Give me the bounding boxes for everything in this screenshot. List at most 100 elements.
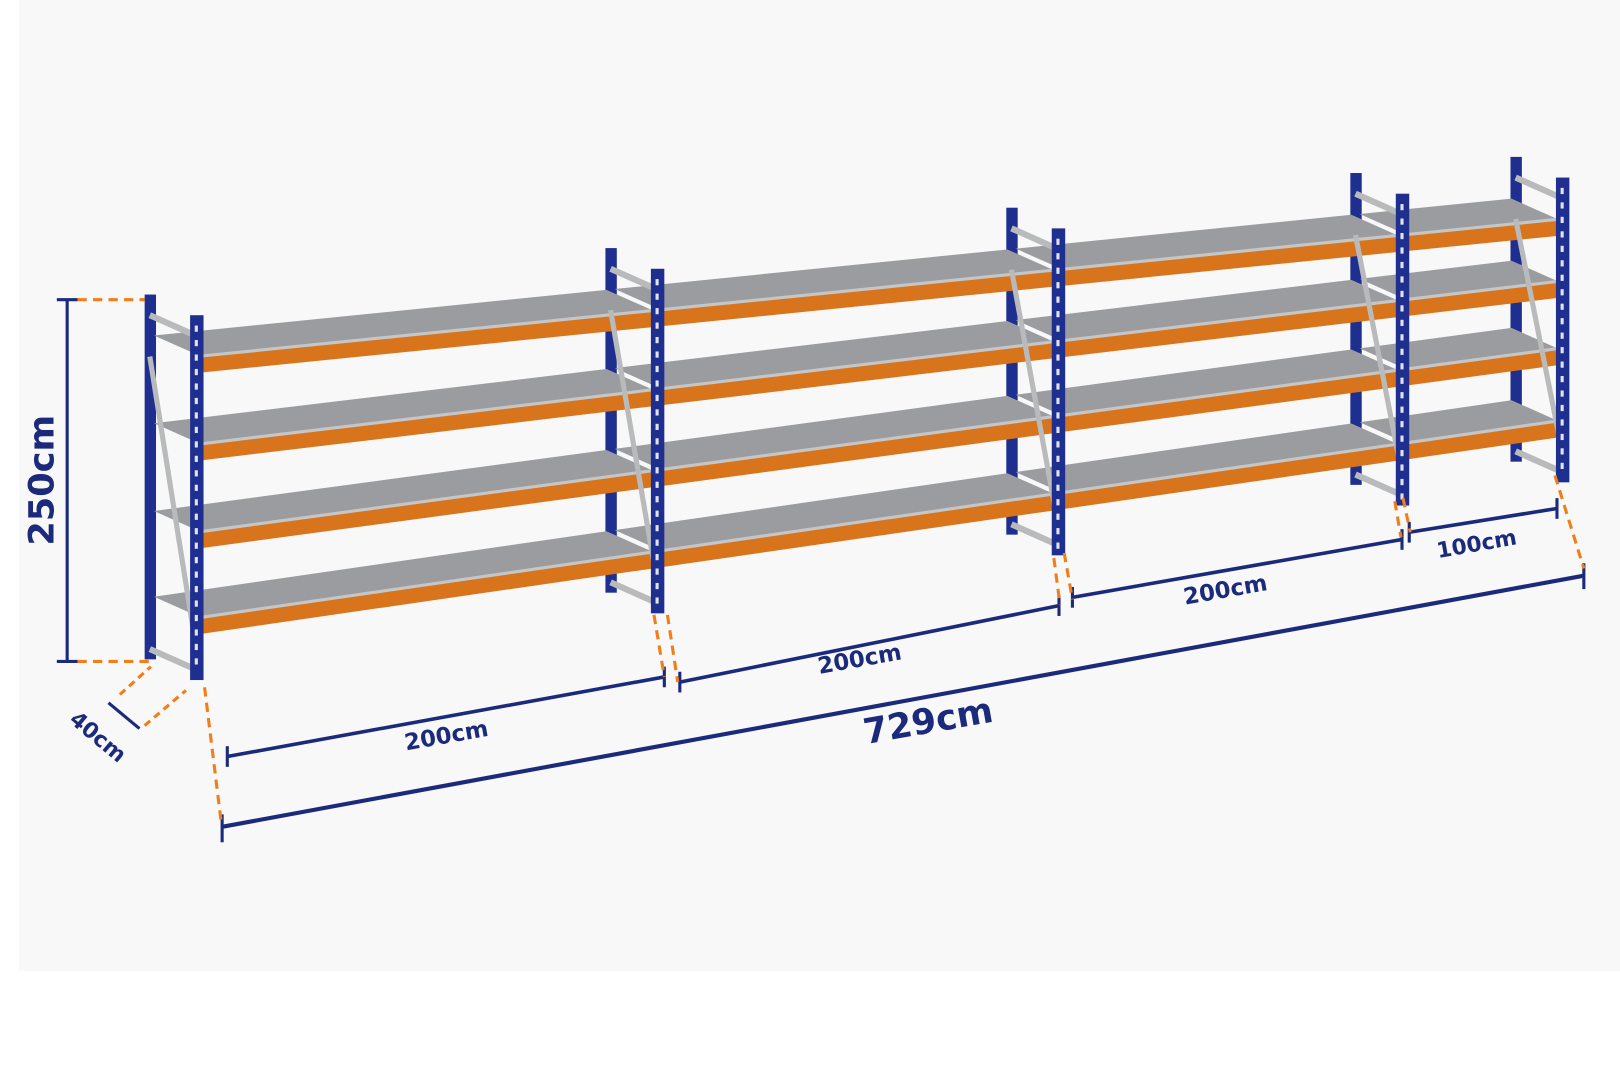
upright-hole [1400,319,1404,326]
back-upright [1510,156,1522,462]
upright-hole [1400,305,1404,312]
upright-hole [194,354,198,361]
diagonal-brace [608,309,660,583]
upright-hole [655,481,659,488]
upright-hole [655,279,659,286]
upright-hole [194,412,198,419]
diagonal-brace [1352,234,1405,476]
shelf-deck [614,473,1054,551]
guide-dash [1553,474,1586,569]
upright-hole [1560,375,1564,383]
side-brace [1354,190,1404,218]
shelf-edge [1405,217,1559,237]
shelf-deck [1015,349,1398,416]
shelf-edge [1061,442,1399,495]
upright-hole [655,554,659,561]
side-brace [1354,471,1404,499]
front-beam [1062,370,1398,432]
upright-hole [655,568,659,575]
side-brace [1010,225,1060,252]
upright-hole [655,582,659,590]
side-brace [609,265,659,293]
side-brace [1514,448,1564,475]
upright-hole [194,499,198,506]
upright-hole [1560,448,1564,455]
bay-4-width-label: 100cm [1435,525,1519,564]
upright-hole [1560,347,1564,354]
bay-dimension-line [1072,537,1403,600]
upright-hole [655,308,659,315]
upright-hole [655,365,659,373]
front-beam [661,493,1054,568]
bay-2-width-label: 200cm [816,639,904,679]
upright-hole [1560,289,1564,296]
upright-hole [194,585,198,593]
upright-hole [194,397,198,405]
upright-hole [655,293,659,300]
upright-hole [194,484,198,491]
shelf-deck [153,369,653,444]
back-upright [1006,207,1018,535]
guide-dash [1393,500,1403,538]
upright-hole [1400,204,1404,211]
upright-hole [1056,397,1060,405]
upright-hole [655,380,659,387]
upright-hole [1400,232,1404,240]
front-beam [661,416,1054,487]
guide-dash [1062,552,1074,600]
guide-dash [203,687,223,822]
side-brace [609,579,659,606]
shelf-deck [153,289,653,357]
upright-hole [194,441,198,448]
upright-hole [1056,470,1060,477]
upright-hole [1560,216,1564,224]
dimension-lines [56,298,1586,843]
upright-hole [1056,412,1060,419]
upright-hole [1056,513,1060,520]
diagonal-brace [1008,269,1061,525]
bay-dimension-line [226,675,665,759]
front-upright [1051,228,1066,556]
diagonal-brace [1513,218,1565,452]
total-length-label: 729cm [860,690,996,753]
front-beam [1062,300,1398,358]
guide-dash [665,614,680,683]
front-upright [1555,177,1570,483]
upright-hole [1400,218,1404,225]
shelf-edge [200,469,654,534]
upright-hole [1056,499,1060,506]
upright-hole [1056,484,1060,491]
front-upright [190,315,204,681]
upright-hole [1056,354,1060,361]
upright-hole [194,571,198,578]
upright-hole [1560,245,1564,252]
upright-hole [655,322,659,329]
upright-hole [1400,348,1404,355]
shelf-edge [661,492,1055,553]
shelf-deck [1015,279,1398,341]
upright-hole [194,600,198,607]
upright-hole [1400,363,1404,370]
upright-hole [1056,311,1060,318]
upright-hole [1560,419,1564,426]
front-beam [661,341,1054,406]
front-beam [200,551,653,634]
upright-hole [1560,303,1564,310]
upright-hole [1560,361,1564,368]
upright-hole [194,557,198,564]
front-beam [1406,281,1559,317]
upright-hole [1056,325,1060,332]
upright-hole [1560,390,1564,397]
upright-hole [1056,542,1060,549]
shelf-edge [1061,368,1399,417]
height-label: 250cm [22,415,63,546]
upright-hole [1560,187,1564,195]
upright-hole [655,423,659,430]
guide-dash [1401,497,1412,533]
upright-hole [1056,383,1060,390]
upright-hole [1560,318,1564,325]
upright-hole [1056,238,1060,245]
upright-hole [1056,441,1060,448]
depth-guide [118,665,152,696]
upright-hole [194,542,198,549]
